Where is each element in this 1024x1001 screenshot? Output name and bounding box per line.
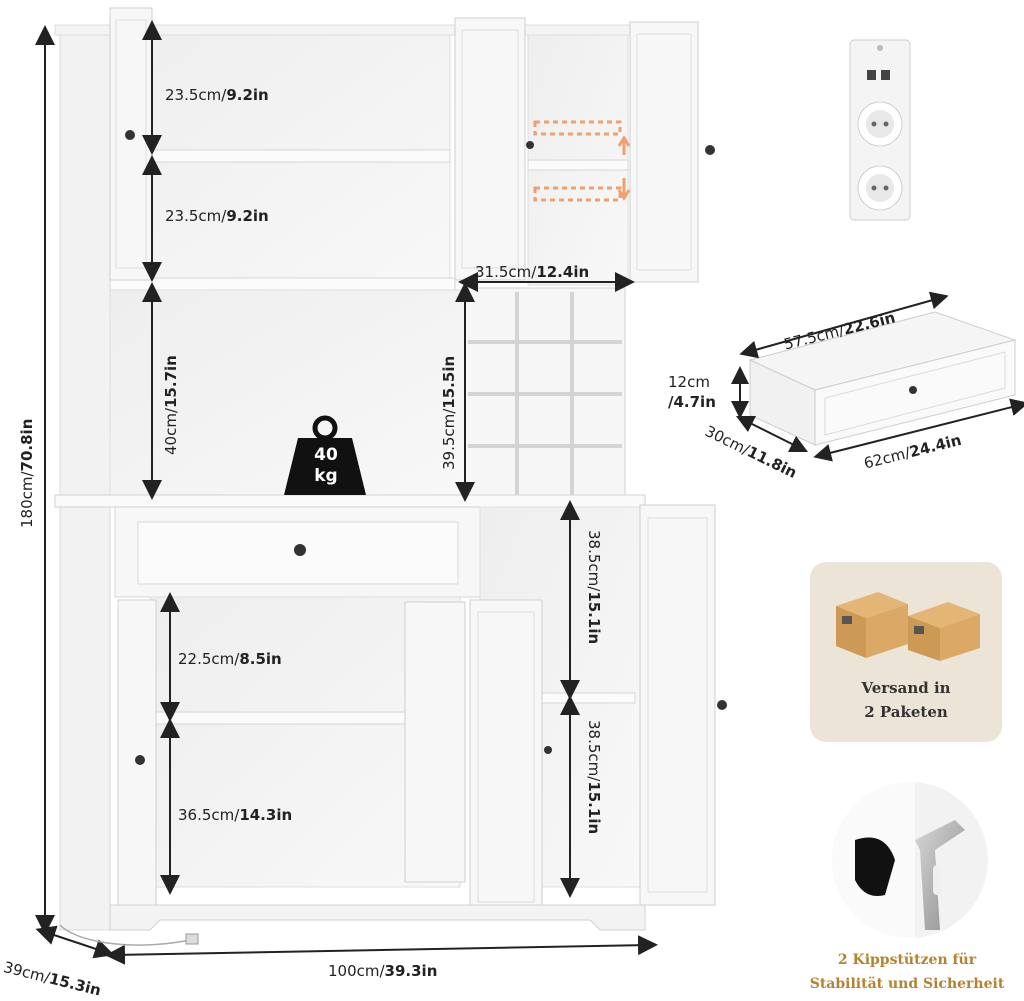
anti-tip-bracket-icon — [832, 782, 988, 938]
load-unit: kg — [314, 466, 338, 486]
dim-wine-height: 39.5cm/15.5in — [440, 355, 458, 470]
dim-wine-width: 31.5cm/12.4in — [475, 263, 590, 281]
dim-total-height: 180cm/70.8in — [18, 418, 36, 528]
dim-right-upper: 38.5cm/15.1in — [585, 530, 603, 645]
shipping-line-2: 2 Paketen — [864, 703, 948, 721]
boxes-icon — [836, 592, 980, 661]
power-socket-icon — [849, 39, 911, 221]
dim-shelf-top-1: 23.5cm/9.2in — [165, 86, 269, 104]
dim-lower-left-2: 36.5cm/14.3in — [178, 806, 293, 824]
dim-shelf-top-2: 23.5cm/9.2in — [165, 207, 269, 225]
shipping-line-1: Versand in — [861, 679, 951, 697]
dim-right-lower: 38.5cm/15.1in — [585, 720, 603, 835]
shipping-panel: Versand in 2 Paketen — [810, 562, 1002, 742]
load-value: 40 — [314, 445, 338, 465]
tip-line-2: Stabilität und Sicherheit — [809, 976, 1005, 992]
dim-width: 100cm/39.3in — [328, 962, 438, 980]
dim-open-height: 40cm/15.7in — [162, 355, 180, 455]
tip-line-1: 2 Kippstützen für — [837, 952, 977, 968]
dim-drawer-height: 12cm/4.7in — [668, 373, 716, 411]
cabinet-illustration — [35, 7, 727, 965]
drawer-illustration — [731, 291, 1024, 462]
weight-icon — [284, 415, 366, 495]
dim-lower-left-1: 22.5cm/8.5in — [178, 650, 282, 668]
